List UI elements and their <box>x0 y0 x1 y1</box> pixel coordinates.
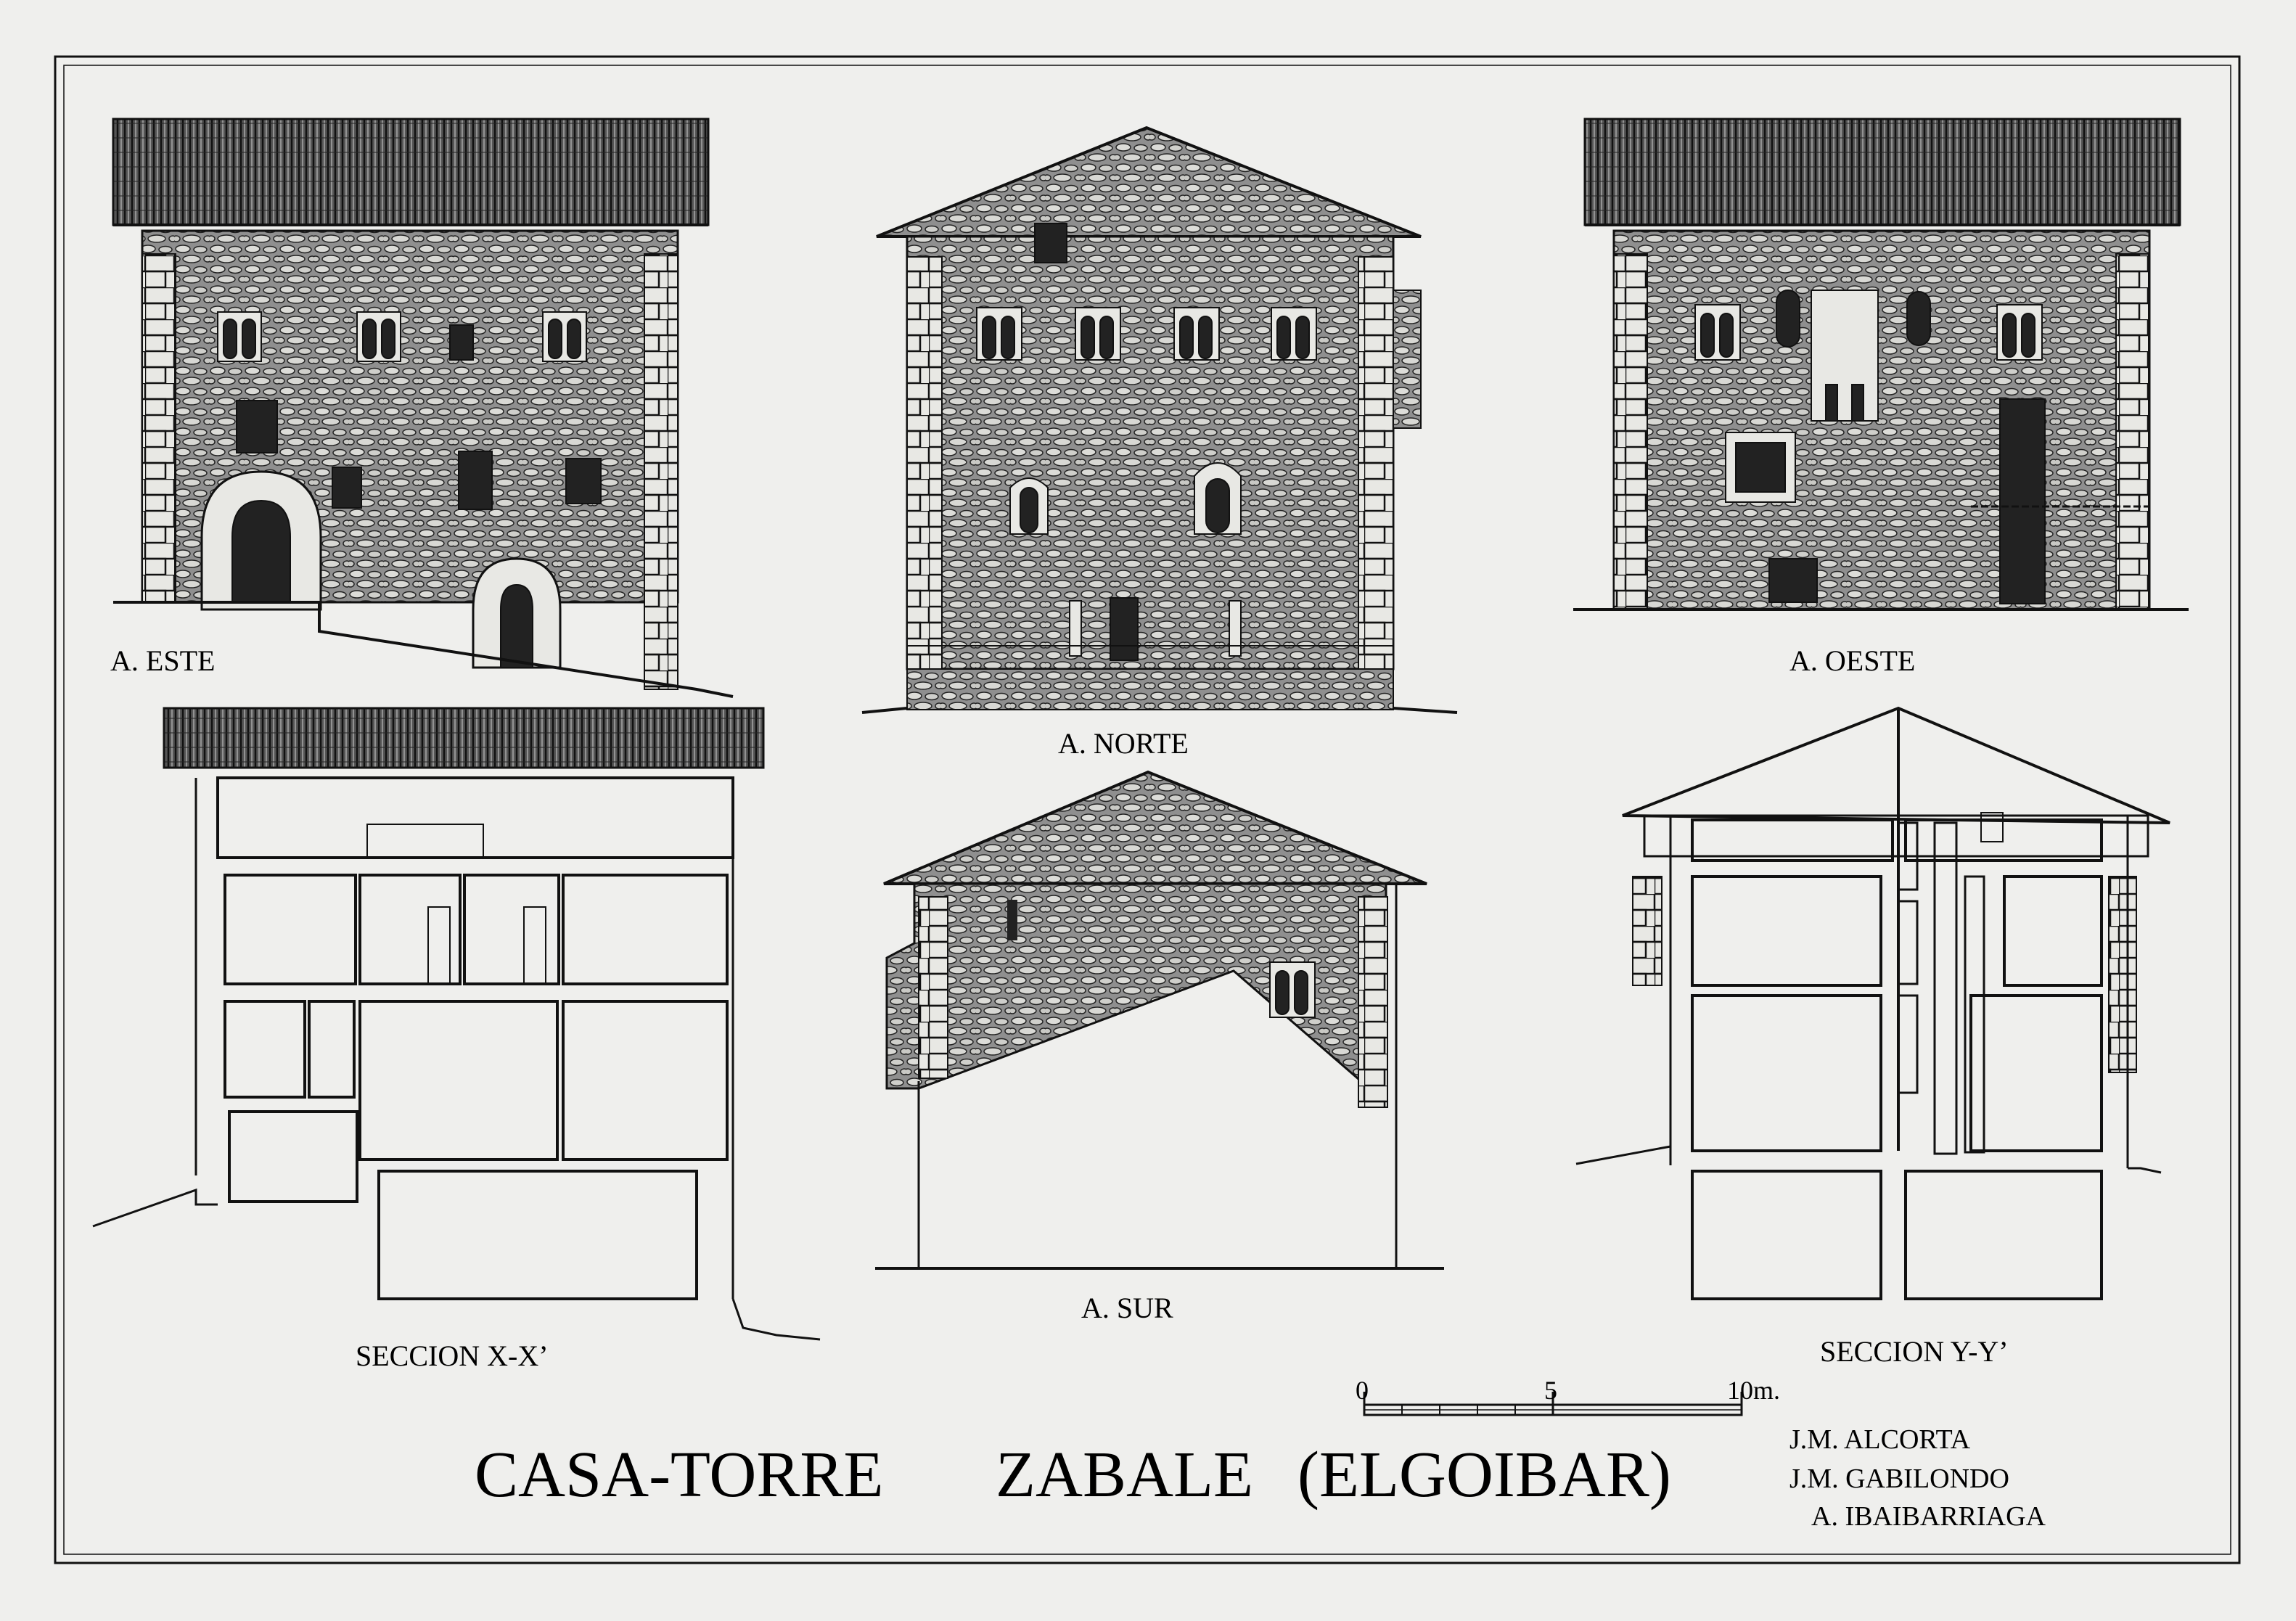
elevation-este <box>112 118 734 698</box>
outer-frame <box>54 55 2241 1564</box>
label-sur: A. SUR <box>1081 1292 1173 1324</box>
credit-1: J.M. ALCORTA <box>1789 1424 1971 1455</box>
credit-2: J.M. GABILONDO <box>1789 1464 2009 1494</box>
oeste-wall <box>1612 229 2151 611</box>
label-oeste: A. OESTE <box>1789 644 1915 677</box>
oeste-quoin-right <box>2115 253 2150 610</box>
oeste-roof <box>1583 118 2181 226</box>
scale-bar <box>1363 1392 1743 1416</box>
scale-label-5: 5 <box>1544 1376 1557 1405</box>
norte-quoin-right <box>1358 256 1394 670</box>
sur-gable <box>883 770 1427 885</box>
label-seccion-y: SECCION Y-Y’ <box>1820 1335 2009 1368</box>
title-part-2: ZABALE <box>996 1439 1253 1511</box>
norte-quoin-left <box>906 256 943 670</box>
inner-frame <box>63 65 2231 1555</box>
label-este: A. ESTE <box>110 644 215 677</box>
section-x-roof <box>163 707 765 769</box>
oeste-quoin-left <box>1613 253 1648 610</box>
este-quoin-right <box>644 253 678 690</box>
section-x <box>92 707 821 1341</box>
title-part-1: CASA-TORRE <box>475 1439 883 1511</box>
scale-label-10: 10m. <box>1727 1376 1780 1405</box>
elevation-norte <box>861 126 1458 714</box>
label-norte: A. NORTE <box>1058 727 1189 760</box>
elevation-oeste <box>1573 118 2189 611</box>
este-quoin-left <box>142 253 176 603</box>
credit-3: A. IBAIBARRIAGA <box>1811 1501 2046 1532</box>
elevation-sur <box>875 770 1444 1270</box>
norte-wall <box>906 235 1395 670</box>
label-seccion-x: SECCION X-X’ <box>356 1339 549 1372</box>
section-y <box>1575 706 2170 1300</box>
este-roof <box>112 118 710 226</box>
scale-label-0: 0 <box>1356 1376 1369 1405</box>
norte-gable <box>876 126 1422 238</box>
title-part-3: (ELGOIBAR) <box>1297 1439 1671 1511</box>
